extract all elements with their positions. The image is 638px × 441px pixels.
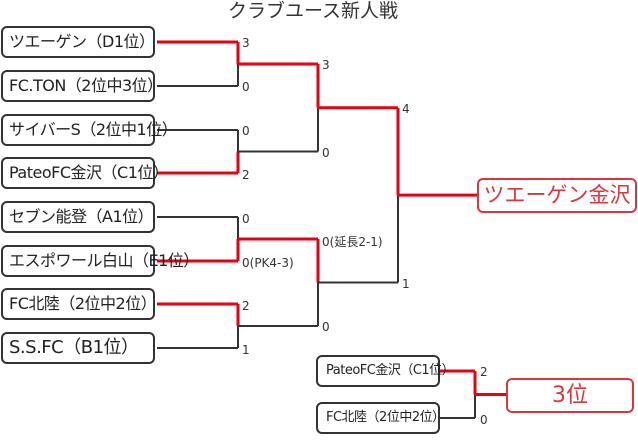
score: 0 (322, 320, 330, 334)
team-box: FC北陸（2位中2位） (316, 402, 445, 434)
score: 0(PK4-3) (242, 256, 294, 270)
score: 3 (242, 36, 250, 50)
score: 4 (402, 102, 410, 116)
team-box: FC北陸（2位中2位） (1, 288, 157, 320)
score: 1 (402, 277, 410, 291)
score: 3 (322, 58, 330, 72)
score: 0 (322, 146, 330, 160)
team-box: ツエーゲン（D1位） (1, 26, 155, 58)
score: 1 (242, 343, 250, 357)
score: 2 (480, 365, 488, 379)
bracket-title: クラブユース新人戦 (228, 0, 399, 22)
team-box: S.S.FC（B1位） (1, 332, 155, 364)
third-place-box: 3位 (506, 378, 634, 413)
team-box: セブン能登（A1位） (1, 201, 155, 233)
team-box: PateoFC金沢（C1位） (1, 157, 169, 189)
score: 0 (242, 124, 250, 138)
team-box: PateoFC金沢（C1位） (316, 355, 455, 387)
score: 0 (480, 413, 488, 427)
team-box: FC.TON（2位中3位） (1, 70, 163, 102)
champion-box: ツエーゲン金沢 (477, 178, 637, 213)
score: 2 (242, 168, 250, 182)
score: 0(延長2-1) (322, 235, 383, 249)
score: 0 (242, 80, 250, 94)
score: 2 (242, 299, 250, 313)
team-box: エスポワール白山（E1位） (1, 245, 199, 277)
score: 0 (242, 212, 250, 226)
team-box: サイバーS（2位中1位） (1, 114, 178, 146)
